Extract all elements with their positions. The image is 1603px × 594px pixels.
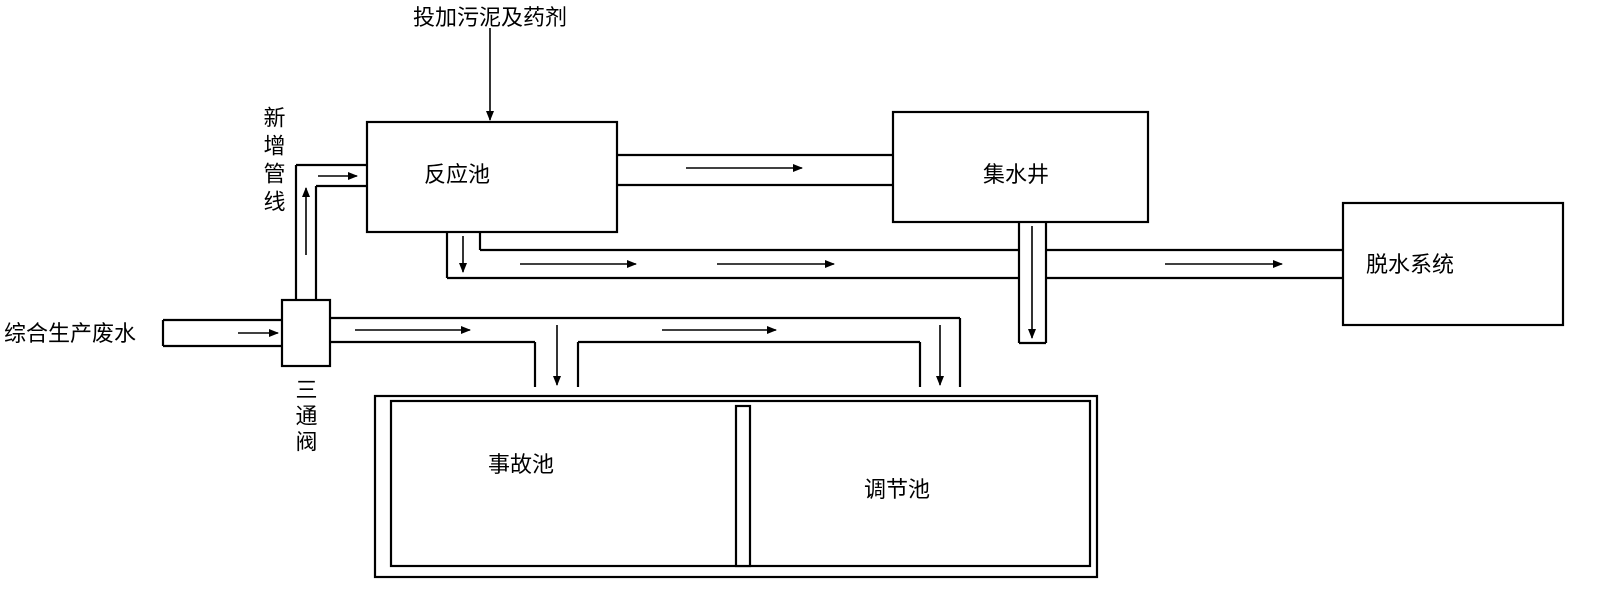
new-pipeline-label: 新增管线	[260, 106, 286, 218]
flow-arrows	[238, 28, 1283, 386]
main-pipe-to-tanks	[330, 316, 962, 387]
regulating-tank-label: 调节池	[864, 478, 930, 503]
reaction-tank	[365, 120, 619, 234]
pipe-well-down	[1017, 222, 1048, 345]
wastewater-input-label: 综合生产废水	[4, 322, 136, 347]
three-way-valve-label: 三通阀	[292, 378, 318, 456]
pipe-reaction-to-dewatering	[445, 232, 1343, 280]
collection-well	[891, 110, 1150, 224]
dewatering-system-label: 脱水系统	[1366, 253, 1454, 278]
new-pipeline	[294, 163, 367, 300]
dewatering-system	[1341, 201, 1565, 327]
three-way-valve	[280, 298, 332, 368]
tank-complex	[373, 394, 1099, 579]
collection-well-label: 集水井	[983, 163, 1049, 188]
accident-tank-label: 事故池	[488, 453, 554, 478]
sludge-input-label: 投加污泥及药剂	[413, 6, 567, 31]
pipe-reaction-to-well	[617, 153, 893, 187]
reaction-tank-label: 反应池	[424, 163, 490, 188]
inlet-pipe	[161, 318, 282, 348]
